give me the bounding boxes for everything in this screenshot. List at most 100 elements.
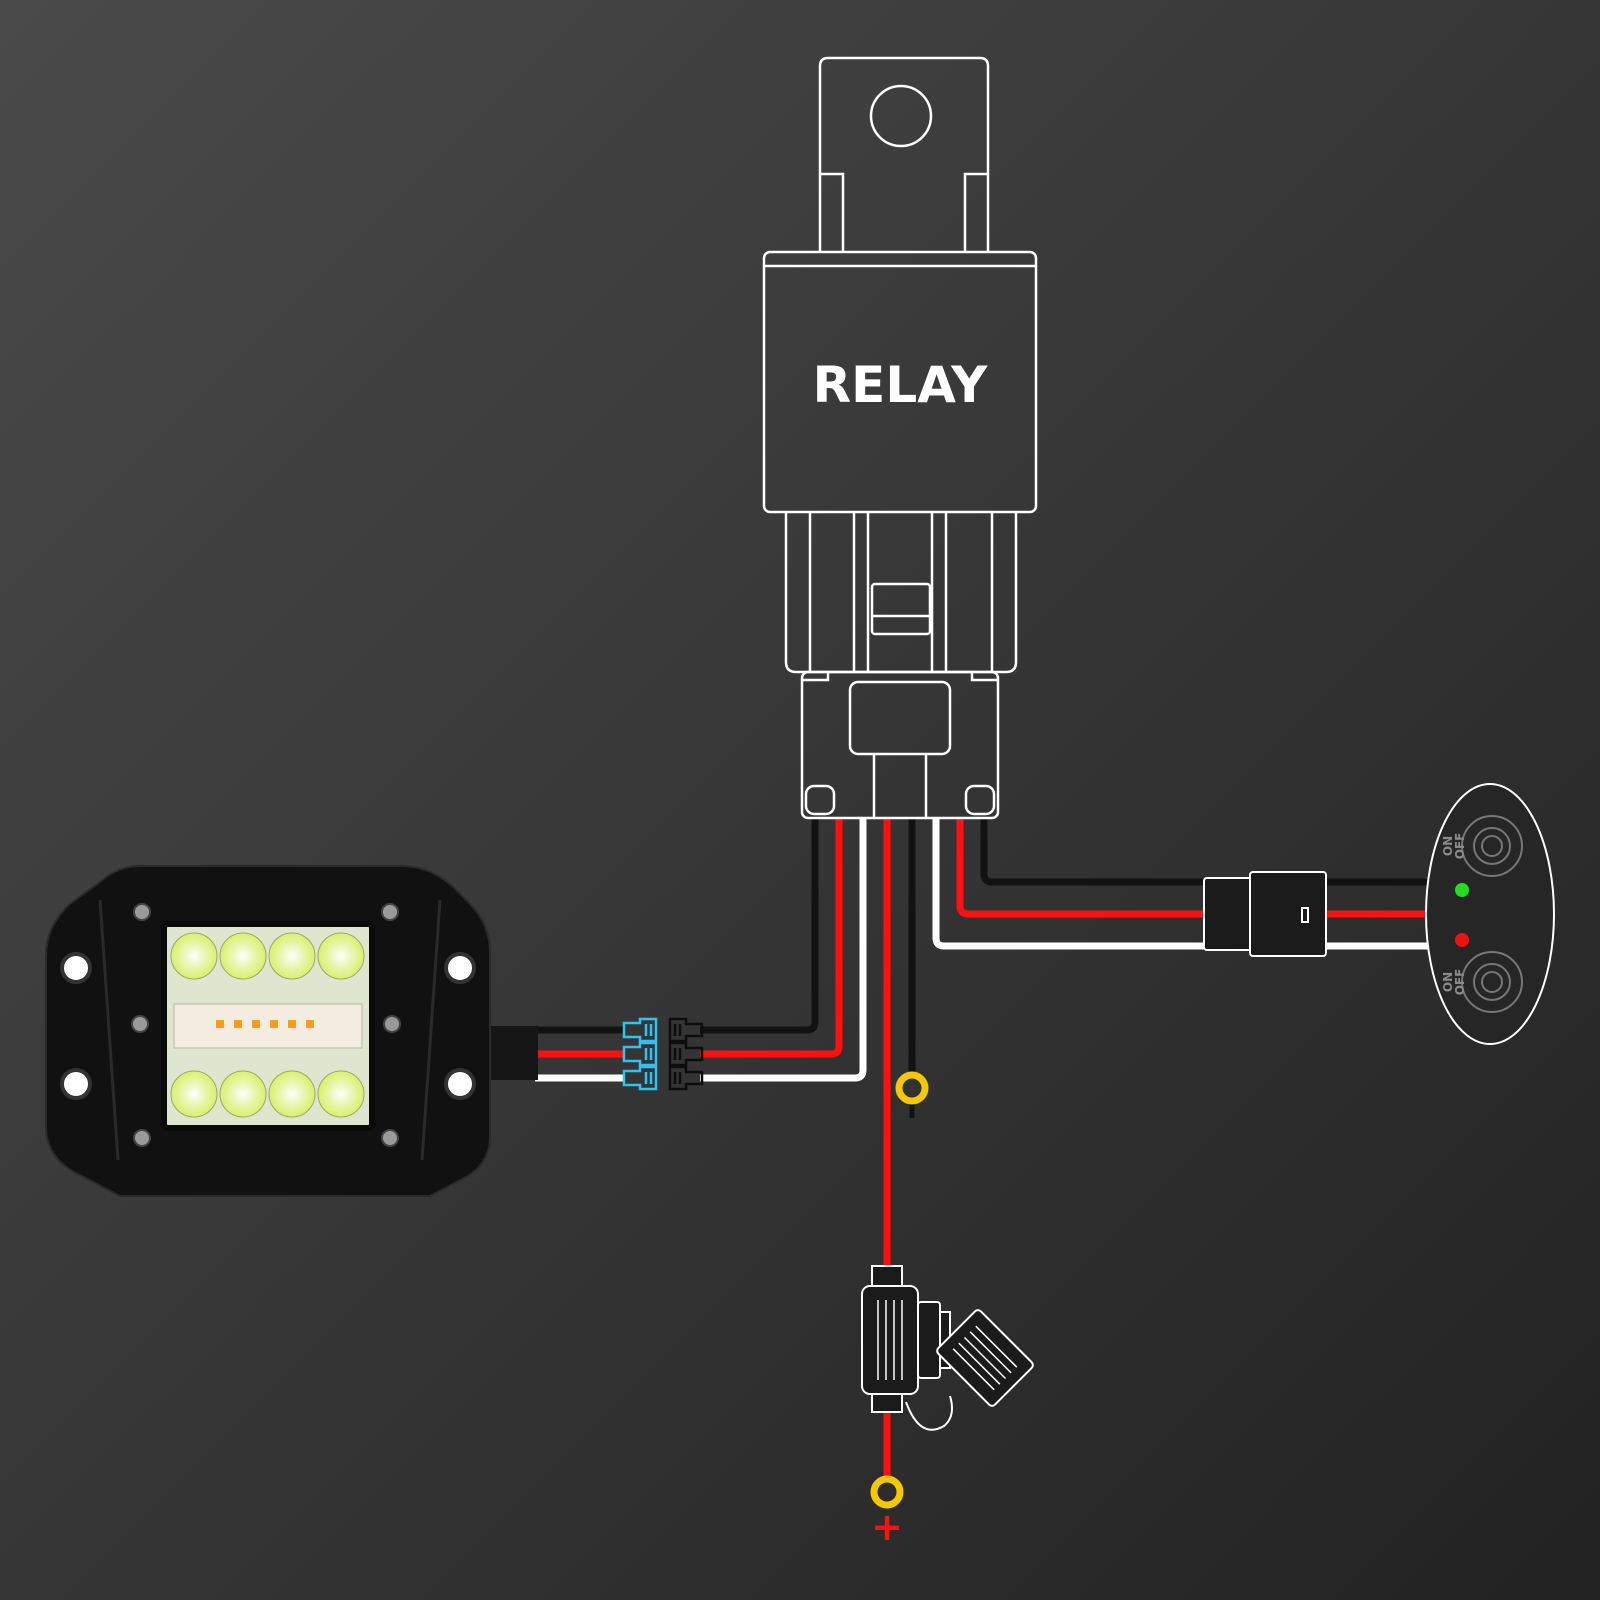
ridge-line (969, 1331, 1012, 1374)
mount-hole-icon (444, 1068, 476, 1100)
switch-off-label: OFF (1453, 833, 1467, 860)
wiring-harness (535, 818, 1430, 1478)
led-work-light (45, 865, 538, 1197)
female-connector-blue (622, 1041, 658, 1067)
relay-tab-slot-left (820, 172, 845, 252)
led-icon (219, 1070, 267, 1118)
female-connector-blue (622, 1065, 658, 1091)
switch-connector-female (1203, 877, 1253, 951)
relay-connector-notch-right (970, 672, 998, 682)
amber-led-icon (288, 1020, 296, 1028)
relay-connector-key (848, 680, 952, 756)
relay-body (762, 250, 1038, 514)
switch-housing (1425, 783, 1555, 1045)
switch-button-bottom-inner (1473, 963, 1511, 1001)
lamp-led-row-bottom (170, 1070, 365, 1118)
relay-socket-latch (870, 582, 932, 636)
led-icon (268, 932, 316, 980)
fuse-holder-top-stub (871, 1265, 903, 1289)
switch-on-label: ON (1441, 836, 1455, 856)
fuse-cap-tether (905, 1395, 953, 1431)
switch-button-bottom-core (1481, 971, 1503, 993)
amber-led-icon (270, 1020, 278, 1028)
lamp-housing-bevel-left (98, 899, 120, 1161)
fuse-cap (936, 1309, 1034, 1407)
ring-terminal-icon (895, 1071, 929, 1105)
led-icon (219, 932, 267, 980)
fuse-grip-lines (877, 1300, 903, 1380)
led-icon (268, 1070, 316, 1118)
switch-led-green-icon (1455, 883, 1469, 897)
lamp-led-row-top (170, 932, 365, 980)
connector-pair-white (622, 1065, 704, 1091)
screw-icon (381, 1129, 399, 1147)
relay-mounting-hole (869, 84, 933, 148)
rocker-switch: ON OFF ON OFF (1425, 783, 1555, 1045)
switch-connector-latch (1301, 907, 1309, 923)
screw-icon (381, 903, 399, 921)
lamp-housing-bevel-right (420, 899, 442, 1161)
relay-connector-notch-left (802, 672, 830, 682)
switch-signal-wire (932, 818, 1210, 950)
led-icon (317, 932, 365, 980)
female-connector-blue (622, 1017, 658, 1043)
screw-icon (383, 1015, 401, 1033)
lamp-power-wire (700, 818, 843, 1058)
male-connector-black (668, 1065, 704, 1091)
relay-label: RELAY (813, 356, 988, 414)
led-icon (170, 1070, 218, 1118)
battery-positive-symbol: + (871, 1505, 903, 1549)
switch-button-bottom-outer (1461, 951, 1523, 1013)
screw-icon (133, 1129, 151, 1147)
lamp-mounting-holes (60, 952, 476, 1100)
lamp-screws (131, 903, 401, 1147)
lamp-ground-wire (700, 818, 819, 1034)
amber-led-icon (234, 1020, 242, 1028)
ground-ring-terminal (895, 1071, 929, 1105)
positive-ring-terminal (870, 1475, 904, 1509)
fuse-holder-collar (917, 1301, 941, 1379)
amber-led-icon (216, 1020, 224, 1028)
ridge-line (975, 1325, 1018, 1368)
led-icon (317, 1070, 365, 1118)
switch-on-label: ON (1441, 972, 1455, 992)
mount-hole-icon (60, 952, 92, 984)
screw-icon (133, 903, 151, 921)
quick-connectors (622, 1017, 704, 1091)
ring-terminal-icon (870, 1475, 904, 1509)
switch-label-top: ON OFF (1441, 833, 1467, 860)
relay-connector-foot-left (804, 784, 836, 816)
fuse-cap-ridges (952, 1325, 1018, 1391)
switch-led-red-icon (1455, 933, 1469, 947)
lamp-amber-leds (216, 1020, 314, 1028)
connector-pair-black (622, 1017, 704, 1043)
switch-button-top-inner (1473, 827, 1511, 865)
lamp-signal-wire (700, 818, 867, 1082)
switch-off-label: OFF (1453, 969, 1467, 996)
relay-tab-slot-right (963, 172, 988, 252)
relay-connector-foot-right (964, 784, 996, 816)
relay-mounting-tab (818, 56, 990, 252)
switch-button-top-outer (1461, 815, 1523, 877)
amber-led-icon (252, 1020, 260, 1028)
ridge-line (958, 1342, 1001, 1385)
switch-button-top-core (1481, 835, 1503, 857)
led-icon (170, 932, 218, 980)
relay-connector (800, 670, 1000, 820)
screw-icon (131, 1015, 149, 1033)
fuse-holder-bottom-stub (871, 1393, 903, 1413)
inline-fuse-holder (861, 1265, 1034, 1431)
switch-connector-male (1249, 871, 1327, 957)
mount-hole-icon (444, 952, 476, 984)
ridge-line (952, 1348, 995, 1391)
amber-led-icon (306, 1020, 314, 1028)
connector-pair-red (622, 1041, 704, 1067)
lamp-amber-strip (173, 1003, 363, 1049)
switch-connector (1203, 871, 1327, 957)
lamp-cable-boot (486, 1026, 538, 1080)
fuse-holder-body (861, 1285, 919, 1395)
switch-power-wire (956, 818, 1210, 918)
ridge-line (963, 1336, 1007, 1380)
